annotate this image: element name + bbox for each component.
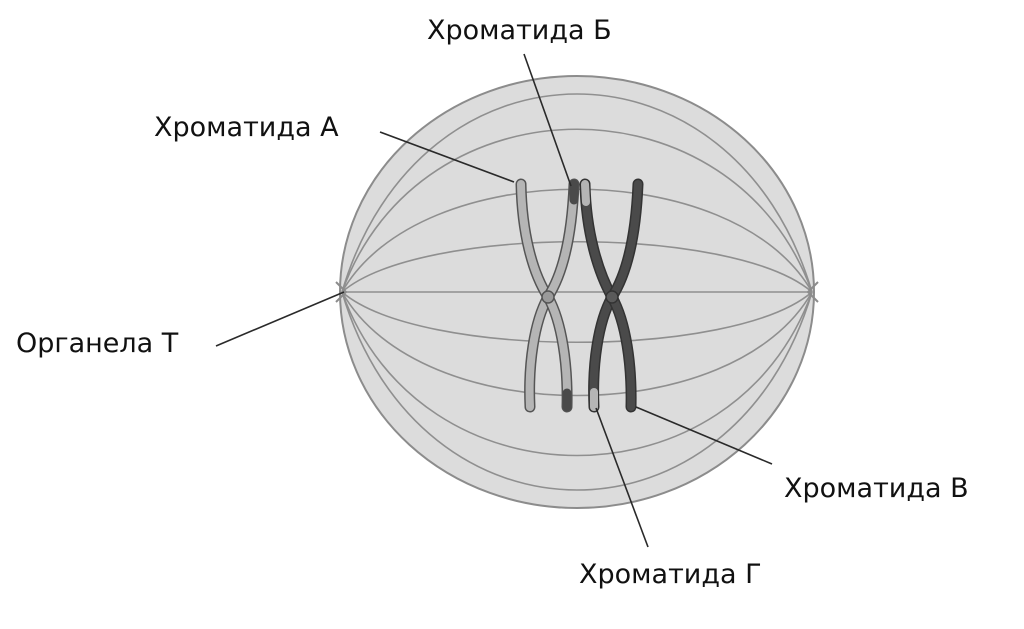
pole-right [806,281,819,303]
label-chromatid-a: Хроматида А [154,112,339,143]
pole-left [335,281,348,303]
chromosome-right [579,178,644,413]
leader-chromatid-b [523,53,572,187]
label-chromatid-v: Хроматида В [784,473,969,504]
leader-chromatid-g [595,407,649,548]
label-chromatid-g: Хроматида Г [579,559,762,590]
label-chromatid-b: Хроматида Б [427,15,612,46]
label-organelle-t: Органела Т [16,328,179,359]
leader-chromatid-a [379,131,515,183]
leader-chromatid-v [635,406,773,465]
centromere-left [541,290,555,304]
centromere-right [605,290,619,304]
leader-organelle-t [215,291,345,347]
chromosome-left [515,178,580,413]
